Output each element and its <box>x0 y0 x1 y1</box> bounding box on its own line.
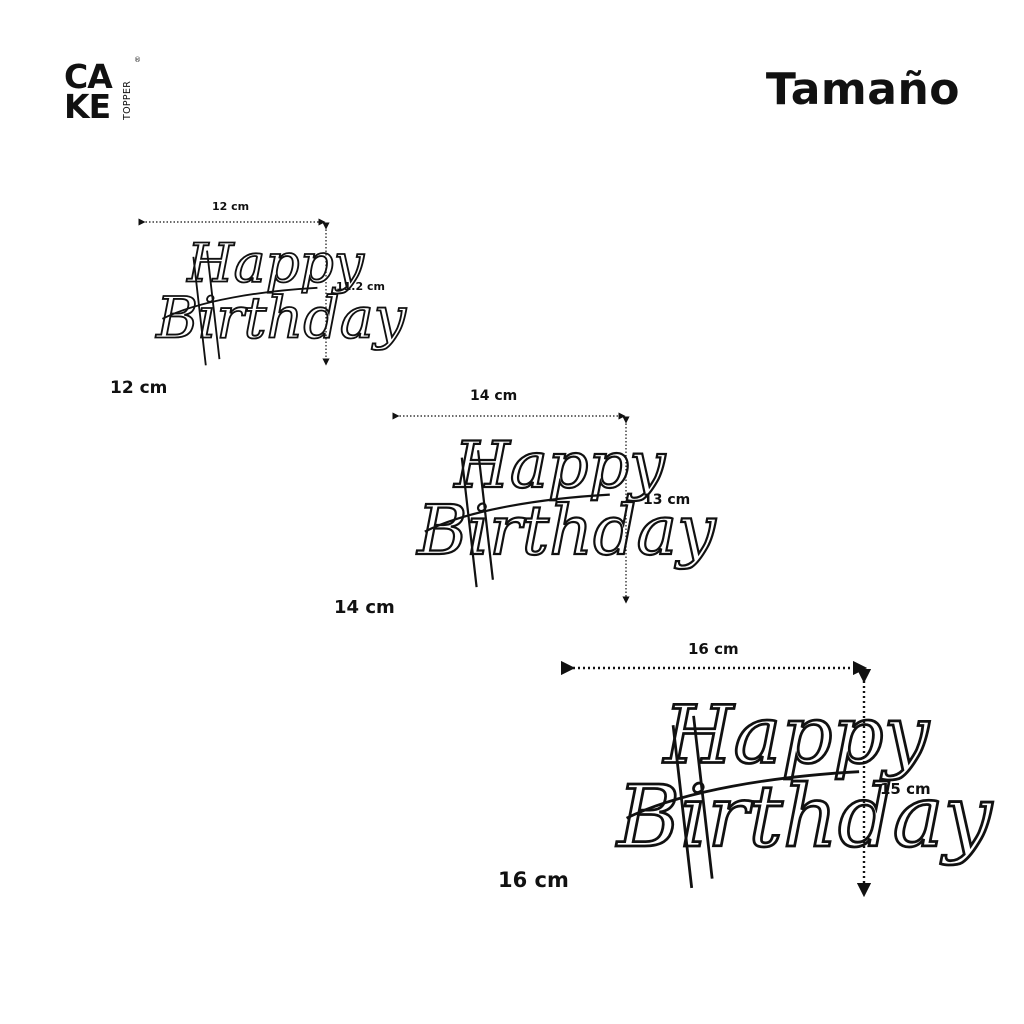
cake-topper-logo: CA KE TOPPER ® <box>64 56 144 128</box>
height-label-2: 13 cm <box>643 492 691 508</box>
size-label-1: 12 cm <box>110 378 168 398</box>
topper-2-line-2: Birthday <box>415 492 717 571</box>
width-label-1: 12 cm <box>212 200 250 213</box>
logo-line-2: KE <box>64 87 111 126</box>
height-label-1: 11.2 cm <box>336 280 385 293</box>
topper-1-line-2: Birthday <box>155 285 407 351</box>
registered-mark: ® <box>134 56 141 64</box>
topper-2-script: Happy Birthday <box>414 428 718 588</box>
topper-3-line-2: Birthday <box>615 768 993 867</box>
height-label-3: 15 cm <box>880 780 931 798</box>
logo-line-1: CA <box>64 57 113 96</box>
topper-1-line-1: Happy <box>186 233 365 295</box>
size-label-3: 16 cm <box>498 868 569 892</box>
topper-1-dimensions <box>138 218 330 366</box>
size-label-2: 14 cm <box>334 597 395 618</box>
topper-3-line-1: Happy <box>662 688 930 781</box>
topper-1-script: Happy Birthday <box>154 232 408 366</box>
topper-3-script: Happy Birthday <box>614 687 995 889</box>
width-label-2: 14 cm <box>470 388 518 404</box>
width-label-3: 16 cm <box>688 640 739 658</box>
page-title: Tamaño <box>765 64 960 115</box>
topper-3-dimensions <box>560 660 872 898</box>
topper-2-line-1: Happy <box>453 429 666 503</box>
topper-2-dimensions <box>392 412 630 604</box>
